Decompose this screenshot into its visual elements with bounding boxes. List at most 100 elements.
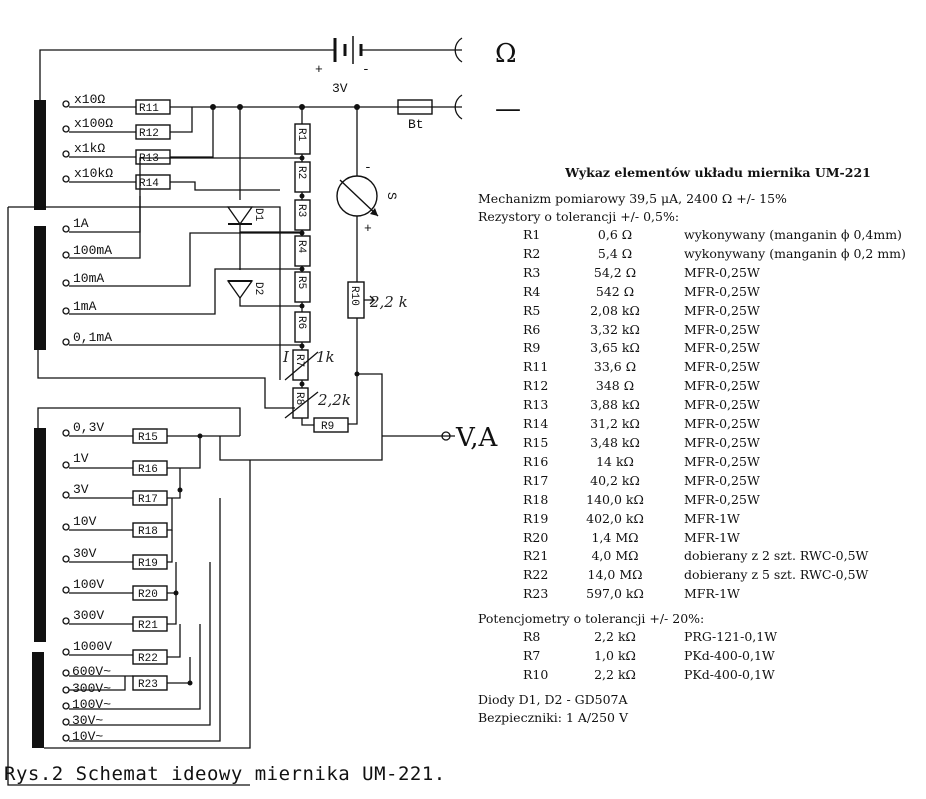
part-type: PKd-400-0,1W (684, 666, 775, 682)
resistor-r21: R21 (132, 616, 168, 632)
meter-plus-label: + (364, 221, 372, 236)
table-row: R11 33,6 Ω MFR-0,25W (478, 358, 918, 377)
part-type: MFR-0,25W (684, 359, 760, 375)
part-name: R6 (523, 321, 541, 337)
part-name: R22 (523, 567, 549, 583)
current-ranges: 1A 100mA 10mA 1mA 0,1mA (62, 157, 302, 346)
part-type: wykonywany (manganin ϕ 0,2 mm) (684, 245, 906, 261)
resistor-r1: R1 (294, 123, 311, 155)
part-type: MFR-1W (684, 529, 740, 545)
part-type: MFR-0,25W (684, 321, 760, 337)
part-name: R11 (523, 359, 549, 375)
part-type: MFR-1W (684, 510, 740, 526)
svg-text:R17: R17 (138, 494, 158, 506)
diode-d1: D1 (226, 206, 264, 226)
part-value: 542 Ω (595, 283, 635, 299)
svg-text:R14: R14 (139, 178, 159, 190)
part-value: 14,0 MΩ (587, 567, 643, 583)
svg-text:R19: R19 (138, 558, 158, 570)
resistor-r22: R22 (132, 649, 168, 665)
part-type: dobierany z 2 szt. RWC-0,5W (684, 548, 869, 564)
battery: + - 3V (39, 36, 462, 100)
part-name: R20 (523, 529, 549, 545)
minus-jack-icon (454, 94, 463, 120)
range-1ma-label: 1mA (73, 299, 97, 314)
part-value: 1,0 kΩ (594, 648, 636, 664)
resistor-r2: R2 (294, 161, 311, 193)
range-x1k-label: x1kΩ (74, 141, 105, 156)
resistor-r17: R17 (132, 490, 168, 506)
svg-text:R7: R7 (293, 354, 305, 367)
svg-text:D2: D2 (252, 282, 264, 295)
part-value: 5,4 Ω (597, 245, 633, 261)
svg-text:R13: R13 (139, 153, 159, 165)
va-terminal-label: V,A (455, 423, 498, 453)
part-value: 4,0 MΩ (591, 548, 639, 564)
part-type: MFR-0,25W (684, 491, 760, 507)
part-value: 3,32 kΩ (590, 321, 640, 337)
svg-text:R12: R12 (139, 128, 159, 140)
part-value: 1,4 MΩ (591, 529, 639, 545)
part-type: MFR-0,25W (684, 340, 760, 356)
ac-voltage-switch-bar (32, 652, 44, 748)
part-value: 54,2 Ω (593, 264, 637, 280)
resistor-r19: R19 (132, 554, 168, 570)
part-value: 0,6 Ω (597, 227, 633, 242)
part-type: MFR-0,25W (684, 302, 760, 318)
part-name: R18 (523, 491, 549, 507)
voltage-ranges: 0,3V 1V 3V 10V 30V 100V 300V 1000V (62, 420, 133, 656)
range-30v-label: 30V (73, 546, 97, 561)
part-value: 3,48 kΩ (590, 434, 640, 450)
part-value: 402,0 kΩ (586, 510, 644, 526)
part-value: 140,0 kΩ (586, 491, 644, 507)
fuse-label: Bt (408, 117, 424, 132)
potentiometer-r10: R10 (347, 281, 376, 319)
range-1v-label: 1V (73, 451, 89, 466)
resistor-r20: R20 (132, 585, 168, 601)
resistor-r15: R15 (132, 428, 168, 444)
svg-text:R1: R1 (295, 128, 307, 142)
range-1a-label: 1A (73, 216, 89, 231)
svg-text:R11: R11 (139, 103, 159, 115)
part-value: 33,6 Ω (593, 359, 637, 375)
part-name: R15 (523, 434, 549, 450)
r8-handwritten-note: 2,2k (317, 391, 351, 409)
range-300v-label: 300V (73, 608, 104, 623)
parts-list: Wykaz elementów układu miernika UM-221 M… (478, 165, 918, 727)
part-name: R14 (523, 416, 549, 432)
svg-text:R8: R8 (293, 392, 305, 405)
r10-handwritten-note: 2,2 k (369, 293, 408, 311)
figure-caption: Rys.2 Schemat ideowy miernika UM-221. (4, 763, 446, 785)
svg-text:R16: R16 (138, 464, 158, 476)
ohm-ranges: x10Ω x100Ω x1kΩ x10kΩ (62, 92, 136, 183)
table-row: R20 1,4 MΩ MFR-1W (478, 529, 918, 548)
part-name: R23 (523, 586, 549, 602)
part-type: MFR-0,25W (684, 453, 760, 469)
meter-minus-label: - (364, 160, 372, 175)
part-type: MFR-0,25W (684, 378, 760, 394)
resistor-r14: R14 (135, 174, 171, 190)
svg-text:R9: R9 (321, 421, 334, 433)
resistor-r6: R6 (294, 311, 311, 343)
part-type: MFR-1W (684, 586, 740, 602)
battery-voltage-label: 3V (332, 81, 348, 96)
minus-terminal-label: — (495, 94, 521, 124)
current-i-note: I (282, 348, 290, 366)
resistor-r13: R13 (135, 149, 171, 165)
range-100v-label: 100V (73, 577, 104, 592)
resistor-r23: R23 (132, 675, 168, 691)
part-type: wykonywany (manganin ϕ 0,4mm) (684, 227, 902, 242)
resistor-r4: R4 (294, 235, 311, 267)
range-100vac-label: 100V~ (72, 697, 111, 712)
part-type: PRG-121-0,1W (684, 629, 778, 645)
part-name: R3 (523, 264, 541, 280)
